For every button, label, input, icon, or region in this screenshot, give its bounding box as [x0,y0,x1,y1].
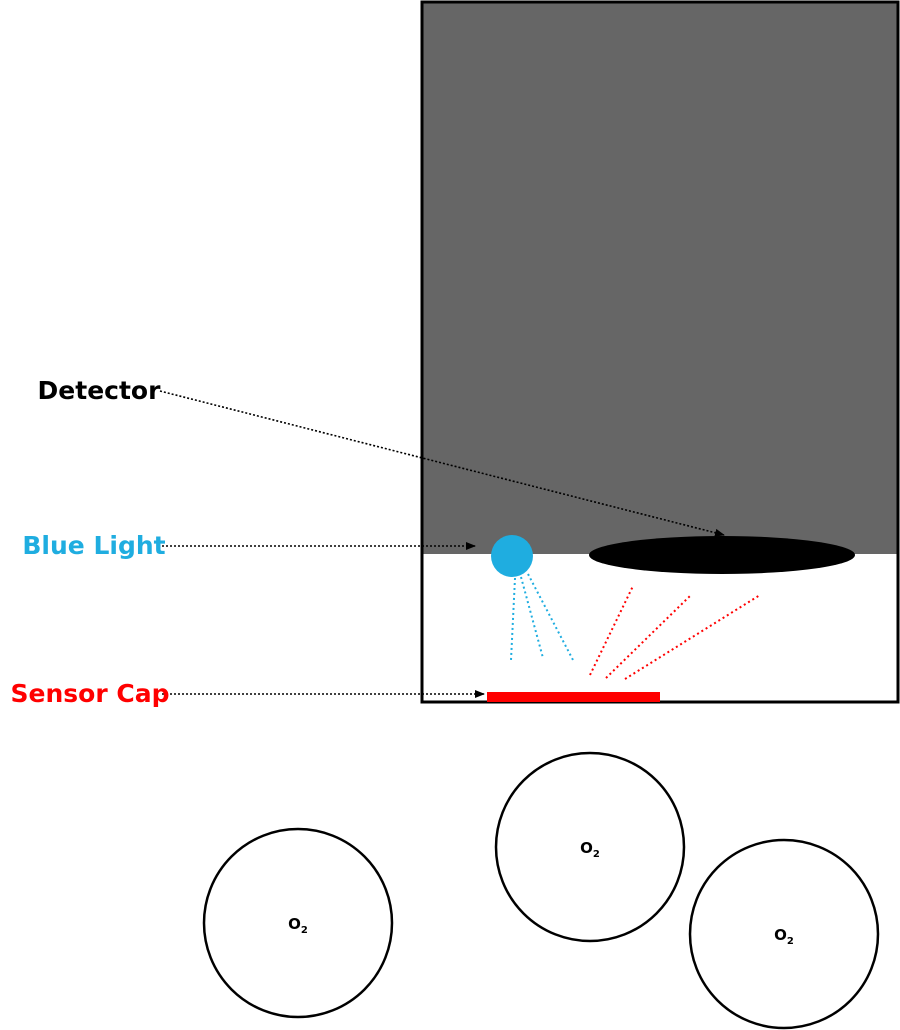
detector-label: Detector [38,376,162,405]
sensor-cap [487,692,660,702]
oxygen-molecule: O2 [202,827,394,1019]
oxygen-molecule: O2 [688,838,880,1030]
oxygen-molecule-label: O2 [580,839,600,860]
sensor-cap-label: Sensor Cap [11,679,170,708]
oxygen-molecule-label: O2 [288,915,308,936]
blue-ray [510,577,516,661]
oxygen-molecule-label: O2 [774,926,794,947]
sensing-chamber [422,554,898,702]
blue-ray [527,573,574,661]
blue-ray [520,576,544,659]
red-ray [624,594,761,680]
blue-light-source [491,535,533,577]
sensor-housing [422,2,898,554]
detector-element [589,536,855,574]
detector-leader-arrow [159,390,725,537]
blue-light-rays [510,573,574,661]
red-ray [589,585,634,676]
blue-light-label: Blue Light [22,531,165,560]
oxygen-molecule: O2 [494,751,686,943]
red-emission-rays [589,585,761,680]
